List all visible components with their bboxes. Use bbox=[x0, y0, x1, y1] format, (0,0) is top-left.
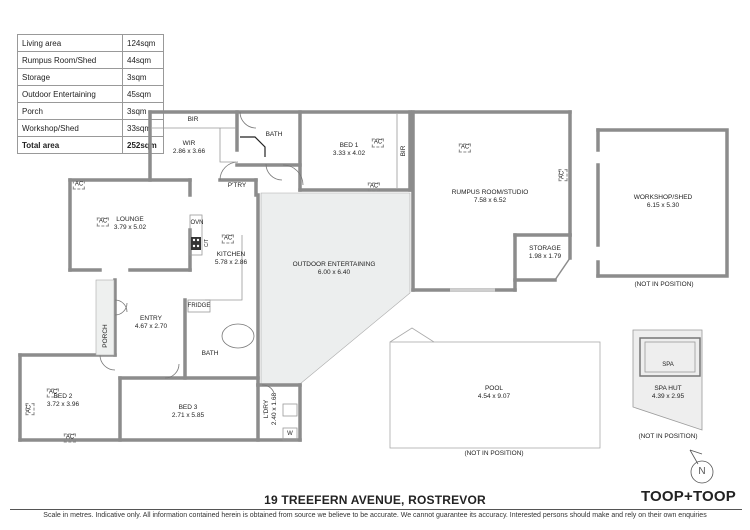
room-dims: 4.67 x 2.70 bbox=[134, 323, 168, 330]
room-label-porch: PORCH bbox=[102, 324, 109, 348]
room-dims: 4.54 x 9.07 bbox=[477, 393, 511, 400]
cooktop-label: C/T bbox=[204, 238, 210, 248]
compass-label: N bbox=[698, 466, 706, 477]
room-name: SPA HUT bbox=[654, 385, 682, 392]
brand-logo: TOOP+TOOP bbox=[640, 488, 736, 505]
room-label-bath-top: BATH bbox=[265, 131, 283, 138]
room-dims: 2.40 x 1.68 bbox=[271, 392, 278, 426]
room-dims: 2.86 x 3.66 bbox=[172, 148, 206, 155]
workshop-position-note: (NOT IN POSITION) bbox=[634, 281, 694, 288]
footer-divider bbox=[10, 509, 742, 510]
ac-icon: AC bbox=[458, 143, 472, 153]
room-label-bath-main: BATH bbox=[201, 350, 219, 357]
room-name: BED 1 bbox=[339, 142, 359, 149]
room-label-pantry: P'TRY bbox=[227, 182, 247, 189]
room-dims: 5.78 x 2.86 bbox=[214, 259, 248, 266]
room-dims: 7.58 x 6.52 bbox=[473, 197, 507, 204]
ac-icon: AC bbox=[25, 402, 35, 416]
room-dims: 3.79 x 5.02 bbox=[113, 224, 147, 231]
room-name: WORKSHOP/SHED bbox=[633, 194, 693, 201]
room-dims: 3.33 x 4.02 bbox=[332, 150, 366, 157]
oven-label: OVN bbox=[190, 220, 204, 226]
room-dims: 1.98 x 1.79 bbox=[528, 253, 562, 260]
total-label: Total area bbox=[17, 136, 123, 154]
cooktop-icon bbox=[191, 237, 201, 250]
porch-area bbox=[95, 279, 115, 356]
ac-icon: AC bbox=[367, 182, 381, 192]
room-name: L'DRY bbox=[263, 399, 270, 419]
total-value: 252sqm bbox=[122, 136, 164, 154]
room-name: STORAGE bbox=[529, 245, 561, 252]
room-name: ENTRY bbox=[140, 315, 162, 322]
ac-icon: AC bbox=[221, 234, 235, 244]
room-label-bir-bed1: BIR bbox=[400, 145, 407, 157]
spa-label: SPA bbox=[662, 362, 674, 368]
bathtub-icon bbox=[221, 323, 255, 349]
room-name: LOUNGE bbox=[116, 216, 144, 223]
washer-label: W bbox=[287, 431, 293, 437]
disclaimer-text: Scale in metres. Indicative only. All in… bbox=[43, 512, 707, 519]
spa-hut-position-note: (NOT IN POSITION) bbox=[638, 433, 698, 440]
north-compass-icon bbox=[689, 449, 714, 484]
spa-hut-area bbox=[632, 329, 703, 431]
room-label-bir: BIR bbox=[187, 116, 199, 123]
room-name: OUTDOOR ENTERTAINING bbox=[292, 261, 376, 268]
room-dims: 2.71 x 5.85 bbox=[171, 412, 205, 419]
ac-icon: AC bbox=[72, 180, 86, 190]
room-dims: 3.72 x 3.96 bbox=[46, 401, 80, 408]
outdoor-entertaining-area bbox=[260, 192, 411, 385]
room-name: BED 3 bbox=[178, 404, 198, 411]
property-address: 19 TREEFERN AVENUE, ROSTREVOR bbox=[264, 493, 486, 507]
room-name: WIR bbox=[182, 140, 196, 147]
ac-icon: AC bbox=[558, 168, 568, 182]
ac-icon: AC bbox=[63, 433, 77, 443]
room-name: BED 2 bbox=[53, 393, 73, 400]
room-dims: 6.00 x 6.40 bbox=[317, 269, 351, 276]
room-name: KITCHEN bbox=[216, 251, 246, 258]
room-name: RUMPUS ROOM/STUDIO bbox=[451, 189, 529, 196]
fridge-label: FRIDGE bbox=[187, 303, 211, 309]
room-dims: 6.15 x 5.30 bbox=[646, 202, 680, 209]
ac-icon: AC bbox=[46, 388, 60, 398]
ac-icon: AC bbox=[371, 138, 385, 148]
room-dims: 4.39 x 2.95 bbox=[651, 393, 685, 400]
pool-position-note: (NOT IN POSITION) bbox=[464, 450, 524, 457]
ac-icon: AC bbox=[96, 217, 110, 227]
room-name: POOL bbox=[484, 385, 504, 392]
